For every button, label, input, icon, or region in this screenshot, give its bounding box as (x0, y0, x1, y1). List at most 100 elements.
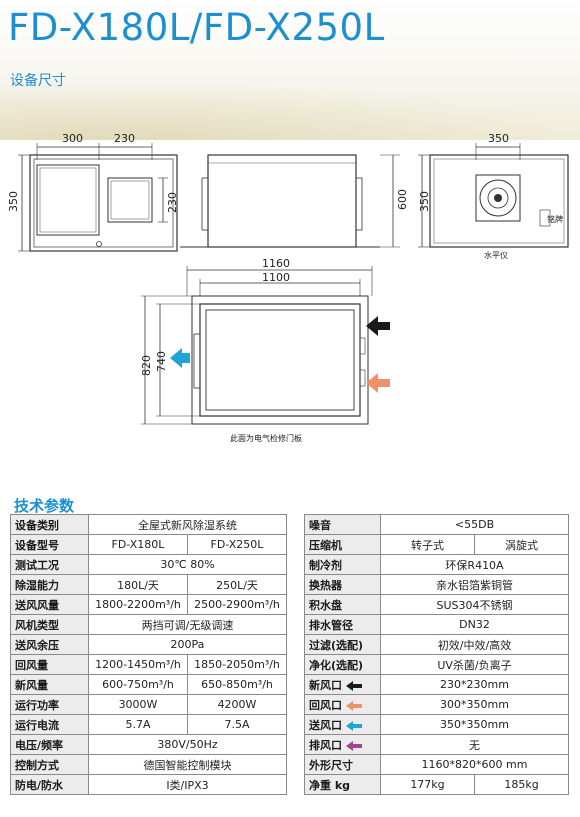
spec-label-text: 噪音 (309, 518, 331, 532)
table-row: 制冷剂环保R410A (304, 554, 570, 575)
spec-value-v2: 650-850m³/h (187, 674, 287, 695)
spec-label-text: 回风量 (15, 658, 48, 672)
spec-label-text: 送风余压 (15, 638, 59, 652)
level-label: 水平仪 (484, 250, 508, 260)
spec-label-text: 净化(选配) (309, 658, 364, 672)
spec-label: 设备类别 (10, 514, 89, 535)
spec-label-text: 新风口 (309, 678, 342, 692)
spec-value-v1: 1800-2200m³/h (88, 594, 188, 615)
spec-label-text: 过滤(选配) (309, 638, 364, 652)
spec-label: 积水盘 (304, 594, 381, 615)
spec-value: 350*350mm (379, 714, 570, 735)
top-view: 1160 1100 820 740 此面为电气检修门板 (140, 257, 390, 443)
spec-label: 运行功率 (10, 694, 89, 715)
spec-label-text: 风机类型 (15, 618, 59, 632)
table-row: 送风口 350*350mm (304, 714, 570, 735)
spec-label-text: 送风风量 (15, 598, 59, 612)
table-row: 排风口无 (304, 734, 570, 755)
table-row: 设备类别全屋式新风除湿系统 (10, 514, 287, 535)
spec-value: 亲水铝箔紫铜管 (379, 574, 570, 595)
spec-value-v1: 3000W (88, 694, 188, 715)
spec-value-v2: 4200W (187, 694, 287, 715)
spec-value-v2: FD-X250L (187, 534, 287, 555)
table-row: 换热器亲水铝箔紫铜管 (304, 574, 570, 595)
spec-label-text: 排风口 (309, 738, 342, 752)
spec-label: 新风口 (304, 674, 381, 695)
dim-front-inner-height: 230 (166, 192, 179, 213)
spec-value-v1: 600-750m³/h (88, 674, 188, 695)
spec-value: UV杀菌/负离子 (379, 654, 570, 675)
spec-label: 外形尺寸 (304, 754, 381, 775)
spec-label: 运行电流 (10, 714, 89, 735)
spec-value-v2: 7.5A (187, 714, 287, 735)
spec-label: 过滤(选配) (304, 634, 381, 655)
table-row: 净化(选配) UV杀菌/负离子 (304, 654, 570, 675)
table-row: 送风余压 200Pa (10, 634, 287, 655)
spec-label-text: 除湿能力 (15, 578, 59, 592)
dim-right-width: 350 (488, 132, 509, 145)
table-row: 噪音 <55DB (304, 514, 570, 535)
table-row: 过滤(选配) 初效/中效/高效 (304, 634, 570, 655)
right-view: 铭牌 350 350 水平仪 (418, 132, 569, 260)
spec-value-v1: 5.7A (88, 714, 188, 735)
spec-value: 1160*820*600 mm (379, 754, 570, 775)
front-view: 300 230 350 230 (7, 132, 179, 252)
spec-label: 净化(选配) (304, 654, 381, 675)
spec-value-v1: 177kg (380, 774, 475, 795)
spec-label: 回风口 (304, 694, 381, 715)
spec-label: 净重 kg (304, 774, 381, 795)
supply-air-arrow (170, 348, 190, 368)
spec-label-text: 电压/频率 (15, 738, 64, 752)
spec-value: 30℃ 80% (88, 554, 287, 575)
spec-label: 防电/防水 (10, 774, 89, 795)
table-row: 控制方式德国智能控制模块 (10, 754, 287, 775)
dim-right-height: 350 (418, 191, 431, 212)
spec-value-v2: 涡旋式 (473, 534, 570, 555)
side-view: 600 (180, 154, 409, 248)
dim-front-width-1: 300 (62, 132, 83, 145)
spec-label: 除湿能力 (10, 574, 89, 595)
spec-label-text: 排水管径 (309, 618, 353, 632)
spec-label: 送风风量 (10, 594, 89, 615)
spec-label: 风机类型 (10, 614, 89, 635)
spec-value: 200Pa (88, 634, 287, 655)
table-row: 风机类型 两挡可调/无级调速 (10, 614, 287, 635)
spec-value: 230*230mm (379, 674, 570, 695)
fresh-air-arrow (366, 316, 390, 336)
fresh-arrow-icon (346, 680, 362, 691)
spec-value: <55DB (379, 514, 570, 535)
dim-top-height-outer: 820 (140, 355, 153, 376)
spec-value-v2: 185kg (473, 774, 570, 795)
dim-top-width-inner: 1100 (262, 271, 290, 284)
return-arrow-icon (346, 700, 362, 711)
spec-value-v2: 1850-2050m³/h (187, 654, 287, 675)
spec-value-v1: 180L/天 (88, 574, 188, 595)
spec-value: 德国智能控制模块 (88, 754, 287, 775)
spec-value: 两挡可调/无级调速 (88, 614, 287, 635)
spec-label-text: 送风口 (309, 718, 342, 732)
dimension-drawings: 300 230 350 230 600 铭牌 350 (7, 132, 569, 443)
spec-label-text: 回风口 (309, 698, 342, 712)
door-note: 此面为电气检修门板 (230, 433, 302, 443)
spec-value-v2: 250L/天 (187, 574, 287, 595)
exhaust-arrow-icon (346, 740, 362, 751)
spec-label: 制冷剂 (304, 554, 381, 575)
spec-label-text: 净重 kg (309, 778, 351, 792)
spec-value: 初效/中效/高效 (379, 634, 570, 655)
spec-label: 电压/频率 (10, 734, 89, 755)
spec-value-v1: 1200-1450m³/h (88, 654, 188, 675)
spec-label: 新风量 (10, 674, 89, 695)
dim-front-width-2: 230 (114, 132, 135, 145)
spec-label-text: 运行功率 (15, 698, 59, 712)
dim-side-height: 600 (396, 189, 409, 210)
spec-section-heading: 技术参数 (14, 497, 75, 515)
spec-label-text: 压缩机 (309, 538, 342, 552)
